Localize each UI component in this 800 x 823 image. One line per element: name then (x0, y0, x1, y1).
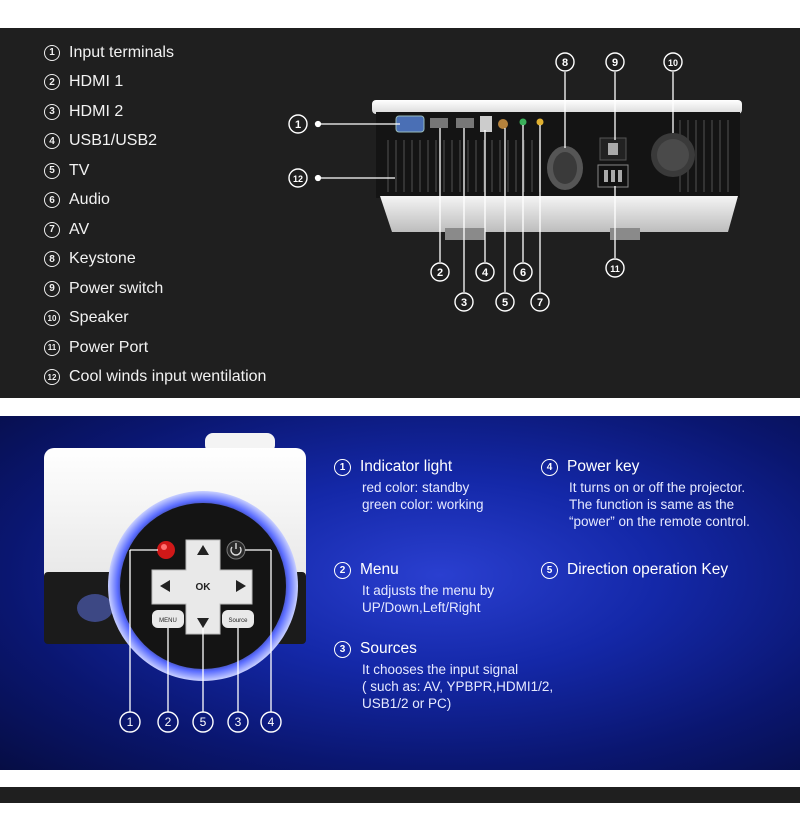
legend-number: 8 (44, 251, 60, 268)
svg-text:1: 1 (295, 119, 301, 131)
rear-projector-diagram: 1 12 2 3 4 5 6 7 8 9 10 11 (288, 52, 742, 312)
legend-number: 5 (44, 162, 60, 179)
callout-3: 3 (454, 292, 474, 312)
legend-number: 11 (44, 339, 60, 356)
bottom-strip (0, 787, 800, 803)
legend-item: 8 Keystone (44, 245, 266, 275)
legend-item: 2 HDMI 1 (44, 68, 266, 98)
legend-label: HDMI 2 (69, 102, 124, 120)
legend-number: 4 (44, 133, 60, 150)
callout-6: 6 (513, 262, 533, 282)
legend-label: Speaker (69, 309, 129, 327)
callout-2: 2 (430, 262, 450, 282)
legend-label: Power Port (69, 338, 149, 356)
info-line: ( such as: AV, YPBPR,HDMI1/2, (362, 679, 554, 694)
legend-item: 9 Power switch (44, 274, 266, 304)
info-direction-key: 5 Direction operation Key (541, 561, 728, 579)
legend-number: 9 (44, 280, 60, 297)
info-line: red color: standby (362, 480, 470, 495)
info-number: 1 (334, 458, 351, 476)
svg-text:3: 3 (461, 297, 467, 309)
info-line: USB1/2 or PC) (362, 696, 452, 711)
info-line: The function is same as the (569, 497, 735, 512)
callout-11: 11 (605, 258, 625, 278)
legend-label: Input terminals (69, 43, 174, 61)
info-number: 2 (334, 561, 351, 579)
legend-number: 2 (44, 74, 60, 91)
info-line: UP/Down,Left/Right (362, 600, 481, 615)
svg-text:7: 7 (537, 297, 543, 309)
info-power-key: 4 Power key It turns on or off the projec… (541, 458, 750, 530)
svg-text:10: 10 (668, 58, 678, 68)
legend-item: 1 Input terminals (44, 38, 266, 68)
legend-number: 1 (44, 44, 60, 61)
info-line: green color: working (362, 497, 484, 512)
legend-label: Power switch (69, 279, 164, 297)
svg-text:5: 5 (502, 297, 508, 309)
svg-text:2: 2 (437, 267, 443, 279)
info-sources: 3 Sources It chooses the input signal ( s… (334, 640, 553, 712)
legend-item: 6 Audio (44, 186, 266, 216)
legend-label: USB1/USB2 (69, 132, 158, 150)
legend-number: 6 (44, 192, 60, 209)
callout-7: 7 (530, 292, 550, 312)
legend-label: TV (69, 161, 90, 179)
vent-grille (387, 120, 729, 192)
legend-item: 12 Cool winds input wentilation (44, 363, 266, 393)
speaker-icon (651, 133, 695, 177)
legend-label: Keystone (69, 250, 136, 268)
info-line: It chooses the input signal (362, 662, 519, 677)
callout-1: 1 (288, 114, 308, 134)
legend-item: 3 HDMI 2 (44, 97, 266, 127)
callout-lines (314, 72, 674, 292)
power-port-icon (597, 164, 629, 188)
info-number: 5 (541, 561, 558, 579)
info-title: Indicator light (360, 458, 453, 475)
callout-circles: 1 12 2 3 4 5 6 7 8 9 10 11 (288, 52, 683, 312)
info-line: “power” on the remote control. (569, 514, 750, 529)
callout-5: 5 (495, 292, 515, 312)
legend-number: 10 (44, 310, 60, 327)
svg-text:11: 11 (610, 264, 620, 274)
svg-text:9: 9 (612, 57, 618, 69)
svg-text:8: 8 (562, 57, 568, 69)
keystone-knob (547, 146, 583, 190)
callout-4: 4 (475, 262, 495, 282)
info-indicator-light: 1 Indicator light red color: standby gree… (334, 458, 484, 513)
legend-item: 4 USB1/USB2 (44, 127, 266, 157)
terminal-legend: 1 Input terminals 2 HDMI 1 3 HDMI 2 4 USB1/U… (44, 38, 266, 392)
legend-number: 3 (44, 103, 60, 120)
info-menu: 2 Menu It adjusts the menu by UP/Down,Lef… (334, 561, 494, 616)
legend-number: 12 (44, 369, 60, 386)
legend-number: 7 (44, 221, 60, 238)
legend-label: Audio (69, 191, 110, 209)
info-title: Power key (567, 458, 640, 475)
callout-10: 10 (663, 52, 683, 72)
legend-label: Cool winds input wentilation (69, 368, 267, 386)
legend-item: 11 Power Port (44, 333, 266, 363)
input-ports (395, 115, 544, 133)
svg-text:12: 12 (293, 174, 303, 184)
legend-label: HDMI 1 (69, 73, 124, 91)
legend-item: 10 Speaker (44, 304, 266, 334)
legend-item: 7 AV (44, 215, 266, 245)
info-title: Sources (360, 640, 417, 657)
info-number: 3 (334, 640, 351, 658)
info-number: 4 (541, 458, 558, 476)
info-line: It turns on or off the projector. (569, 480, 746, 495)
callout-12: 12 (288, 168, 308, 188)
info-title: Menu (360, 561, 399, 578)
legend-label: AV (69, 220, 90, 238)
callout-9: 9 (605, 52, 625, 72)
info-line: It adjusts the menu by (362, 583, 495, 598)
svg-text:6: 6 (520, 267, 526, 279)
svg-text:4: 4 (482, 267, 489, 279)
legend-item: 5 TV (44, 156, 266, 186)
power-switch-icon (599, 137, 627, 161)
callout-8: 8 (555, 52, 575, 72)
info-title: Direction operation Key (567, 561, 729, 578)
